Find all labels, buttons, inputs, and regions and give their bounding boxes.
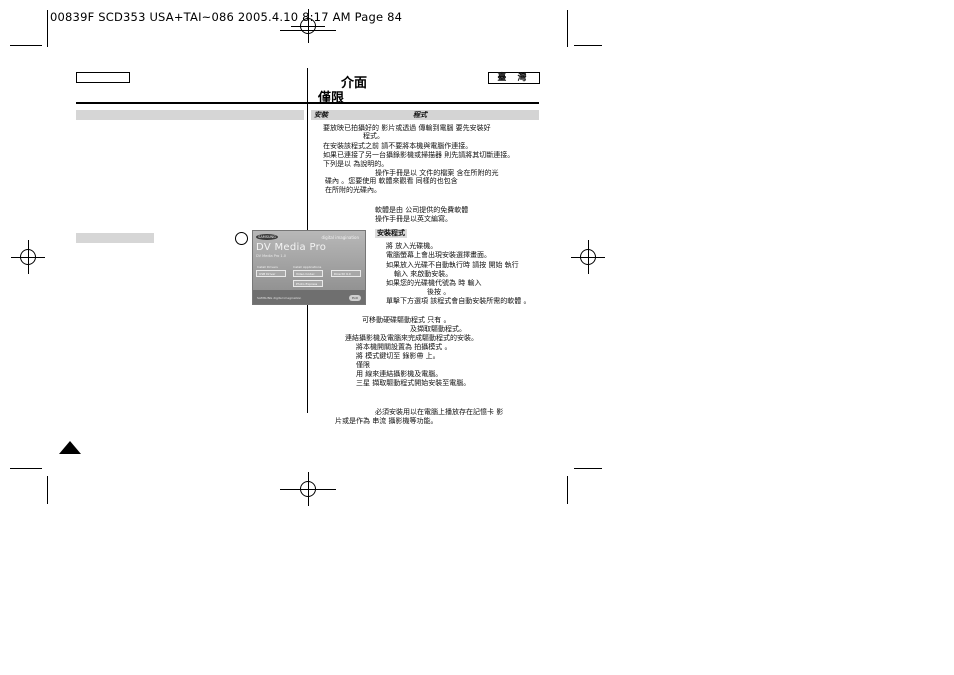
directx-button[interactable]: DirectX 9.0	[331, 270, 361, 277]
registration-mark-right	[571, 240, 605, 274]
language-tab-box	[76, 72, 130, 83]
footer-note-line: 必須安裝用以在電腦上播放存在記憶卡 影	[375, 408, 504, 416]
body-line: 在安裝該程式之前 請不要將本機與電腦作連接。	[323, 142, 473, 150]
page-title: 介面	[341, 76, 368, 91]
header-rule	[76, 102, 539, 104]
install-step: 後按 。	[427, 288, 451, 296]
software-note-line: 軟體是由 公司提供的免費軟體	[375, 206, 469, 214]
crop-mark-top-left-v	[47, 10, 48, 47]
page-marker-triangle-icon	[59, 441, 81, 454]
driver-line: 將 模式鍵切至 錄影帶 上。	[356, 352, 440, 360]
step-marker-circle	[235, 232, 248, 245]
screenshot-footer-bar: SAMSUNG digital imagination Exit	[253, 290, 365, 304]
registration-mark-bottom	[291, 472, 325, 506]
photo-express-button[interactable]: Photo Express 4.0	[293, 280, 323, 293]
crop-mark-bottom-left-h	[10, 468, 42, 469]
driver-line: 及擷取驅動程式。	[410, 325, 466, 333]
body-line: 程式。	[363, 132, 384, 140]
body-line: 碟內 。您要使用 軟體來觀看 同樣的也包含	[325, 177, 458, 185]
exit-button[interactable]: Exit	[349, 295, 361, 301]
region-badge: 臺 灣	[488, 72, 540, 84]
body-line: 如果已連接了另一台攝錄影機或掃描器 則先請將其切斷連接。	[323, 151, 515, 159]
body-line: 在所附的光碟內。	[325, 186, 381, 194]
driver-line: 僅限	[356, 361, 370, 369]
install-step: 如果您的光碟機代號為 時 輸入	[386, 279, 482, 287]
crop-mark-top-right-h	[574, 45, 602, 46]
registration-mark-left	[11, 240, 45, 274]
install-step: 單擊下方選項 該程式會自動安裝所需的軟體 。	[386, 297, 531, 305]
install-step: 將 放入光碟機。	[386, 242, 438, 250]
print-slug: 00839F SCD353 USA+TAI~086 2005.4.10 8:17…	[50, 10, 403, 24]
left-section-bar	[76, 110, 304, 120]
crop-mark-bottom-right-v	[567, 476, 568, 504]
driver-line: 連結攝影機及電腦來完成驅動程式的安裝。	[345, 334, 478, 342]
samsung-logo: SAMSUNG	[256, 234, 278, 240]
driver-line: 用 線來連結攝影機及電腦。	[356, 370, 443, 378]
crop-mark-top-right-v	[567, 10, 568, 47]
footer-logo: SAMSUNG digital imagination	[257, 296, 302, 300]
usb-driver-button[interactable]: USB Driver	[256, 270, 286, 277]
install-applications-label: Install Applications	[293, 265, 322, 269]
body-line: 要放映已拍攝好的 影片或透過 傳輸到電腦 要先安裝好	[323, 124, 491, 132]
registration-mark-top	[291, 9, 325, 43]
video-codec-button[interactable]: Video Codec	[293, 270, 323, 277]
crop-mark-bottom-left-v	[47, 476, 48, 504]
driver-line: 三星 擷取驅動程式開始安裝至電腦。	[356, 379, 471, 387]
install-subheading: 安裝程式	[375, 229, 407, 238]
software-note-line: 操作手冊是以英文編寫。	[375, 215, 452, 223]
crop-mark-top-left-h	[10, 45, 42, 46]
app-name: DV Media Pro	[256, 242, 327, 253]
app-subtitle: DV Media Pro 1.0	[256, 254, 286, 258]
driver-line: 將本機開關設置為 拍攝模式 。	[356, 343, 452, 351]
install-step: 如果放入光碟不自動執行時 請按 開始 執行	[386, 261, 519, 269]
brand-tagline: digital imagination	[321, 235, 359, 240]
installer-screenshot: SAMSUNG digital imagination DV Media Pro…	[252, 230, 366, 305]
body-line: 下列是以 為說明的。	[323, 160, 389, 168]
footer-note-line: 片或是作為 串流 攝影機等功能。	[335, 417, 438, 425]
crop-mark-bottom-right-h	[574, 468, 602, 469]
left-sub-bar	[76, 233, 154, 243]
section-heading-suffix: 程式	[413, 111, 427, 119]
install-drivers-label: Install Drivers	[257, 265, 278, 269]
driver-line: 可移動硬碟驅動程式 只有 。	[362, 316, 451, 324]
body-line: 操作手冊是以 文件的檔案 含在所附的光	[375, 169, 499, 177]
section-heading: 安裝	[314, 111, 328, 119]
section-heading-bar	[311, 110, 539, 120]
install-step: 輸入 來啟動安裝。	[394, 270, 453, 278]
install-step: 電腦螢幕上會出現安裝選擇畫面。	[386, 251, 491, 259]
